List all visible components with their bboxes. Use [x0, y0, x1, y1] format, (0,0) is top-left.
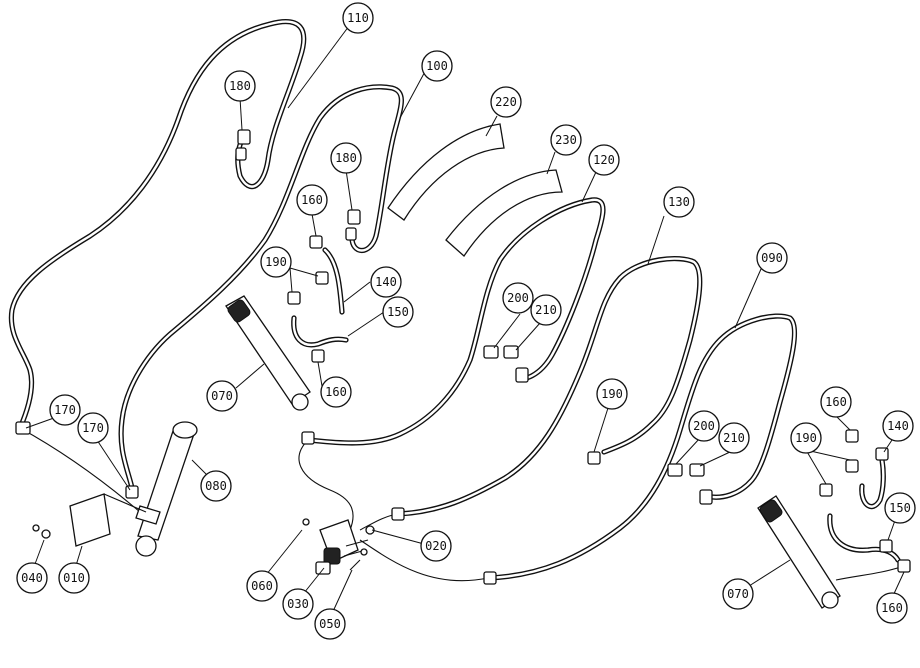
svg-text:150: 150 — [387, 305, 409, 319]
leader-lines — [25, 25, 905, 619]
callout-230: 230 — [550, 124, 582, 156]
hose-150-left — [291, 315, 349, 348]
callout-140-b: 140 — [882, 410, 914, 442]
hose-140-left — [322, 247, 345, 315]
hose-150-right — [827, 513, 901, 563]
svg-text:110: 110 — [347, 11, 369, 25]
guard-230 — [445, 169, 563, 257]
cylinder-080 — [135, 421, 198, 557]
callout-020: 020 — [420, 530, 452, 562]
callout-200-b: 200 — [688, 410, 720, 442]
callout-060: 060 — [246, 570, 278, 602]
callout-210-b: 210 — [718, 422, 750, 454]
svg-text:170: 170 — [82, 421, 104, 435]
svg-text:160: 160 — [881, 601, 903, 615]
hose-130 — [395, 255, 703, 517]
callout-170-b: 170 — [77, 412, 109, 444]
callout-040: 040 — [16, 562, 48, 594]
callout-150-b: 150 — [884, 492, 916, 524]
callout-110: 110 — [342, 2, 374, 34]
cylinder-070-left — [225, 295, 311, 411]
callout-160-a: 160 — [296, 184, 328, 216]
callout-210-a: 210 — [530, 294, 562, 326]
svg-text:190: 190 — [265, 255, 287, 269]
svg-text:140: 140 — [375, 275, 397, 289]
svg-text:010: 010 — [63, 571, 85, 585]
svg-text:020: 020 — [425, 539, 447, 553]
callout-010: 010 — [58, 562, 90, 594]
svg-text:100: 100 — [426, 59, 448, 73]
svg-text:060: 060 — [251, 579, 273, 593]
svg-text:130: 130 — [668, 195, 690, 209]
callout-160-b: 160 — [320, 376, 352, 408]
svg-text:180: 180 — [229, 79, 251, 93]
svg-text:160: 160 — [825, 395, 847, 409]
svg-text:070: 070 — [211, 389, 233, 403]
callout-180-b: 180 — [330, 142, 362, 174]
hose-110 — [8, 19, 307, 431]
callout-120: 120 — [588, 144, 620, 176]
svg-text:140: 140 — [887, 419, 909, 433]
svg-text:150: 150 — [889, 501, 911, 515]
svg-text:070: 070 — [727, 587, 749, 601]
fittings — [15, 129, 911, 585]
svg-text:120: 120 — [593, 153, 615, 167]
callout-050: 050 — [314, 608, 346, 640]
callout-160-c: 160 — [820, 386, 852, 418]
svg-text:170: 170 — [54, 403, 76, 417]
svg-text:200: 200 — [693, 419, 715, 433]
callout-190-a: 190 — [260, 246, 292, 278]
svg-text:190: 190 — [795, 431, 817, 445]
callout-090: 090 — [756, 242, 788, 274]
callout-190-c: 190 — [790, 422, 822, 454]
svg-text:040: 040 — [21, 571, 43, 585]
hose-100 — [118, 84, 404, 491]
callout-160-d: 160 — [876, 592, 908, 624]
callout-190-b: 190 — [596, 378, 628, 410]
callout-220: 220 — [490, 86, 522, 118]
callout-070-b: 070 — [722, 578, 754, 610]
svg-text:160: 160 — [325, 385, 347, 399]
svg-text:080: 080 — [205, 479, 227, 493]
svg-text:180: 180 — [335, 151, 357, 165]
guard-220 — [387, 123, 505, 221]
svg-text:190: 190 — [601, 387, 623, 401]
cylinder-070-right — [757, 495, 841, 609]
svg-text:210: 210 — [535, 303, 557, 317]
callout-170-a: 170 — [49, 394, 81, 426]
hose-120 — [305, 197, 606, 446]
callout-140-a: 140 — [370, 266, 402, 298]
callout-130: 130 — [663, 186, 695, 218]
svg-text:210: 210 — [723, 431, 745, 445]
svg-text:160: 160 — [301, 193, 323, 207]
callout-200-a: 200 — [502, 282, 534, 314]
svg-text:090: 090 — [761, 251, 783, 265]
hose-090 — [485, 313, 798, 581]
svg-text:030: 030 — [287, 597, 309, 611]
callout-080: 080 — [200, 470, 232, 502]
hose-140-right — [859, 457, 886, 510]
bracket-010 — [32, 493, 147, 547]
svg-text:050: 050 — [319, 617, 341, 631]
callout-070-a: 070 — [206, 380, 238, 412]
callout-100: 100 — [421, 50, 453, 82]
callout-030: 030 — [282, 588, 314, 620]
svg-text:200: 200 — [507, 291, 529, 305]
svg-text:230: 230 — [555, 133, 577, 147]
valve-block-030 — [302, 518, 375, 575]
svg-text:220: 220 — [495, 95, 517, 109]
callout-150-a: 150 — [382, 296, 414, 328]
callout-180-a: 180 — [224, 70, 256, 102]
